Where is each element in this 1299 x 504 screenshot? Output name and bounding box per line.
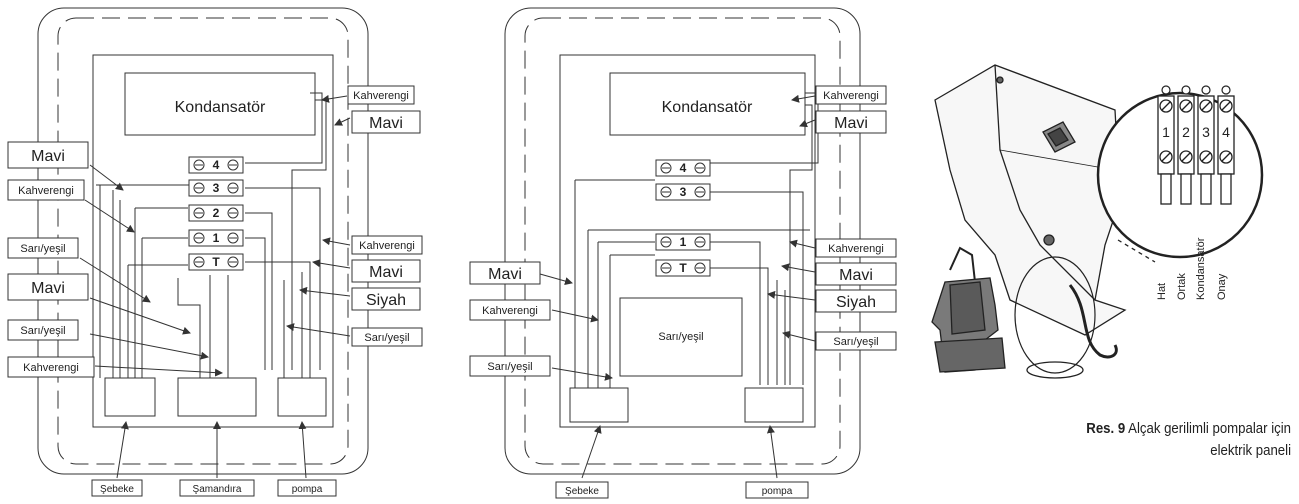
photo-terminal-1: 2 — [1177, 85, 1195, 205]
lp-l-label-0: Mavi — [31, 148, 65, 165]
rp-terminal-0: 4 — [655, 159, 711, 177]
lp-r-label-4: Siyah — [366, 292, 406, 309]
lp-terminal-label-4: T — [212, 255, 220, 269]
lp-bottom-0: Şebeke — [100, 484, 134, 495]
lp-terminal-label-2: 2 — [213, 206, 220, 220]
lp-bottom-1: Şamandıra — [193, 484, 242, 495]
capacitor-label-right: Kondansatör — [662, 99, 753, 116]
grid-block-right — [569, 387, 629, 423]
photo-terminal-number-1: 2 — [1182, 124, 1190, 140]
photo-terminal-number-3: 4 — [1222, 124, 1230, 140]
lp-l-label-5: Kahverengi — [23, 362, 79, 374]
float-block-left — [177, 377, 257, 417]
rp-r-label-5: Sarı/yeşil — [833, 336, 878, 348]
left-terminal-strip: 4 3 2 1T — [188, 156, 244, 271]
lp-l-label-1: Kahverengi — [18, 185, 74, 197]
rp-terminal-label-0: 4 — [680, 161, 687, 175]
caption-ref: Res. 9 — [1086, 420, 1126, 437]
rp-r-label-0: Kahverengi — [823, 90, 879, 102]
wire-name-2: Kondansatör — [1195, 237, 1207, 300]
rp-terminal-label-1: 3 — [680, 185, 687, 199]
wire-name-1: Ortak — [1176, 273, 1188, 300]
lp-l-label-4: Sarı/yeşil — [20, 325, 65, 337]
photo-terminal-0: 1 — [1157, 85, 1175, 205]
rp-l-label-0: Mavi — [488, 266, 522, 283]
rp-terminal-2: 1 — [655, 233, 711, 251]
rp-l-label-1: Kahverengi — [482, 305, 538, 317]
lp-r-label-0: Kahverengi — [353, 90, 409, 102]
rp-bottom-0: Şebeke — [565, 486, 599, 497]
rp-r-label-4: Siyah — [836, 294, 876, 311]
lp-terminal-1: 3 — [188, 179, 244, 197]
wire-name-3: Onay — [1216, 273, 1228, 300]
lp-terminal-3: 1 — [188, 229, 244, 247]
photo-terminal-2: 3 — [1197, 85, 1215, 205]
rp-terminal-label-2: 1 — [680, 235, 687, 249]
rp-r-label-3: Mavi — [839, 267, 873, 284]
inner-box-label: Sarı/yeşil — [658, 331, 703, 343]
photo-wire-names: Hat Ortak Kondansatör Onay — [1156, 237, 1228, 300]
lp-terminal-2: 2 — [188, 204, 244, 222]
lp-terminal-4: T — [188, 253, 244, 271]
wire-name-0: Hat — [1156, 283, 1168, 300]
figure-caption: Res. 9 Alçak gerilimli pompalar için ele… — [1045, 418, 1291, 462]
photo-terminal-number-0: 1 — [1162, 124, 1170, 140]
lp-terminal-label-1: 3 — [213, 181, 220, 195]
lp-terminal-0: 4 — [188, 156, 244, 174]
rp-l-label-2: Sarı/yeşil — [487, 361, 532, 373]
capacitor-box-right — [609, 72, 806, 136]
lp-terminal-label-0: 4 — [213, 158, 220, 172]
pump-block-right — [744, 387, 804, 423]
photo-terminal-3: 4 — [1217, 85, 1235, 205]
caption-text: Alçak gerilimli pompalar için elektrik p… — [1128, 420, 1291, 459]
rp-bottom-1: pompa — [762, 486, 793, 497]
rp-r-label-1: Mavi — [834, 115, 868, 132]
pump-block-left — [277, 377, 327, 417]
photo-terminal-number-2: 3 — [1202, 124, 1210, 140]
lp-terminal-label-3: 1 — [213, 231, 220, 245]
arrows — [79, 94, 816, 479]
rp-terminal-label-3: T — [679, 261, 687, 275]
lp-r-label-1: Mavi — [369, 115, 403, 132]
lp-l-label-3: Mavi — [31, 280, 65, 297]
rp-terminal-1: 3 — [655, 183, 711, 201]
left-panel-frame — [37, 7, 369, 475]
lp-r-label-5: Sarı/yeşil — [364, 332, 409, 344]
lp-r-label-3: Mavi — [369, 264, 403, 281]
rp-r-label-2: Kahverengi — [828, 243, 884, 255]
right-terminal-strip: 4 3 1T — [655, 159, 711, 277]
capacitor-label-left: Kondansatör — [175, 99, 266, 116]
inner-box-right — [619, 297, 743, 377]
panel-illustration — [931, 64, 1264, 379]
lp-r-label-2: Kahverengi — [359, 240, 415, 252]
lp-l-label-2: Sarı/yeşil — [20, 243, 65, 255]
rp-terminal-3: T — [655, 259, 711, 277]
lp-bottom-2: pompa — [292, 484, 323, 495]
capacitor-box-left — [124, 72, 316, 136]
grid-block-left — [104, 377, 156, 417]
